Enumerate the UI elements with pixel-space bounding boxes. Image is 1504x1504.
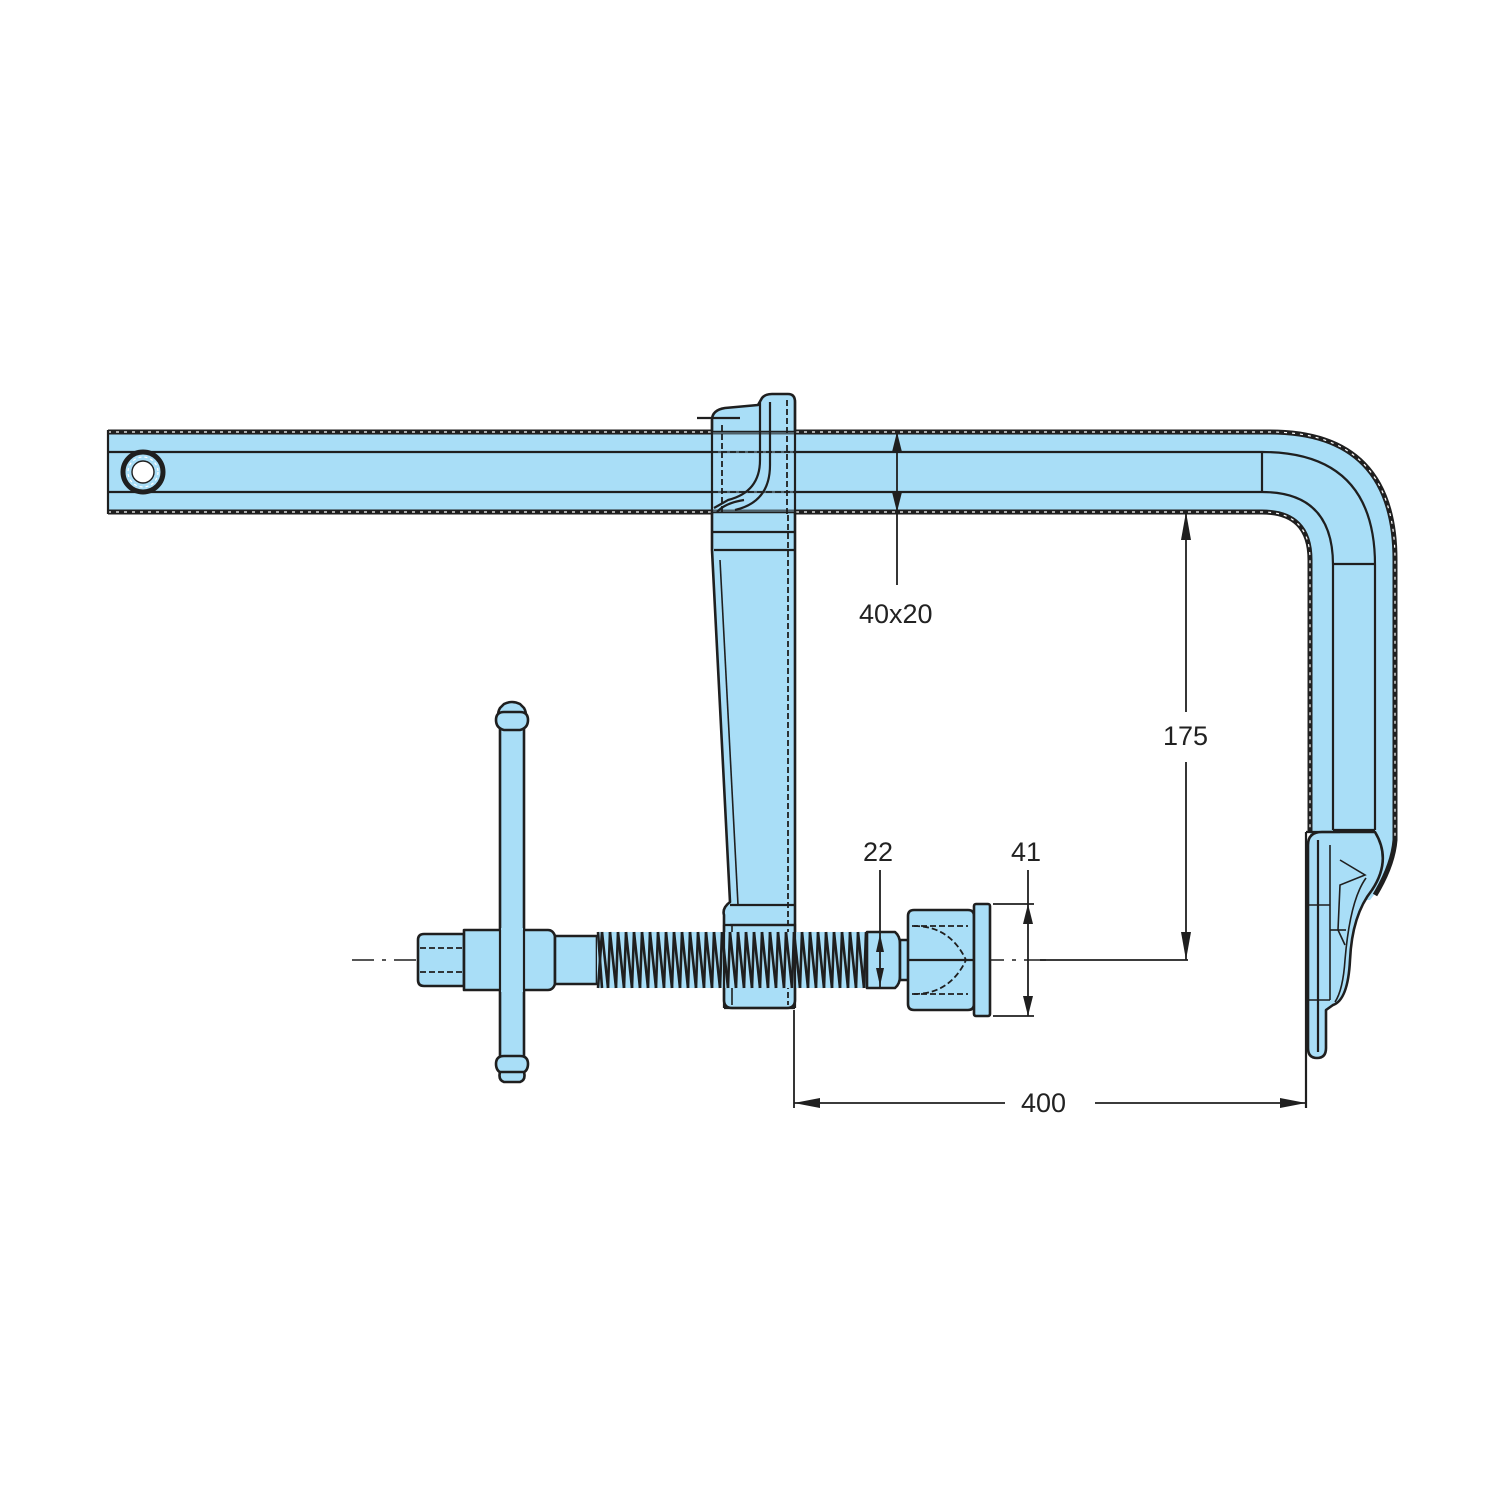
- label-clamping-range: 400: [1018, 1088, 1070, 1118]
- pressure-pad: [906, 902, 992, 1018]
- fixed-jaw: [1304, 830, 1385, 1108]
- dimension-throat-depth: [1040, 512, 1191, 961]
- t-handle: [494, 700, 530, 1084]
- sliding-arm: [697, 392, 797, 1010]
- spindle: [416, 923, 912, 1010]
- label-throat-depth: 175: [1160, 721, 1212, 751]
- thread-coils: [596, 931, 868, 989]
- dimension-clamping-range: [793, 1010, 1306, 1108]
- label-spindle-diameter: 22: [863, 837, 894, 867]
- dimension-spindle-diameter: [876, 870, 884, 988]
- dimension-pad-diameter: [993, 870, 1034, 1017]
- label-bar-section: 40x20: [856, 599, 936, 629]
- dimension-bar-section: [892, 432, 902, 585]
- main-bar: [106, 429, 1398, 900]
- label-pad-diameter: 41: [1011, 837, 1042, 867]
